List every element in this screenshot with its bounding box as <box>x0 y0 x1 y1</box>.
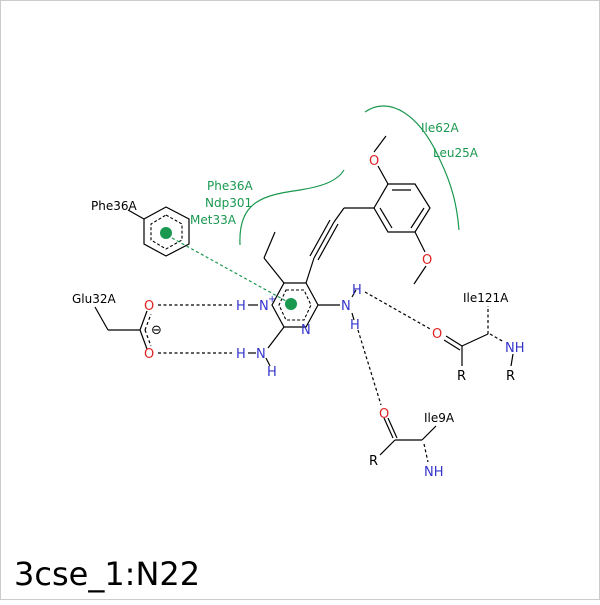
ome1-methyl <box>373 135 387 153</box>
ile9-co-1 <box>383 417 394 439</box>
atom-h-bot: H <box>267 365 277 380</box>
glu32-delocal-2 <box>144 329 152 347</box>
ile121-ca <box>461 333 489 347</box>
atom-n-top: N <box>341 299 351 314</box>
ile9-co-2 <box>387 417 398 439</box>
ile121-wedge <box>489 333 505 343</box>
atom-o-ome1: O <box>369 154 379 169</box>
ethyl-1 <box>263 257 285 284</box>
hbond-ile9 <box>357 329 382 406</box>
atom-r-ile121-a: R <box>457 369 466 384</box>
ethyl-2 <box>263 231 276 259</box>
charge-minus: ⊖ <box>151 323 162 338</box>
label-met33a: Met33A <box>190 213 237 227</box>
glu32-co-down <box>139 329 148 350</box>
ile121-nh-r <box>510 353 514 367</box>
diagram-title: 3cse_1:N22 <box>14 555 200 593</box>
phenyl-double-3 <box>379 207 393 229</box>
atom-n-bot: N <box>256 347 266 362</box>
ome1-bond <box>377 165 389 185</box>
nh2-bot-h <box>265 357 271 367</box>
charge-plus: + <box>268 294 276 305</box>
phenyl-ring <box>373 183 431 233</box>
atom-o-ile121: O <box>432 327 442 342</box>
alkyne-2 <box>333 207 345 223</box>
nh2-top-h1 <box>351 289 357 298</box>
atom-n1-plus: N <box>259 299 269 314</box>
ile9-side <box>421 425 437 441</box>
hydrophobic-arc-right <box>364 105 460 231</box>
ome2-methyl <box>413 265 427 285</box>
label-ile62a: Ile62A <box>421 121 460 135</box>
label-phe36a: Phe36A <box>91 199 137 213</box>
label-glu32a: Glu32A <box>72 292 117 306</box>
ome2-bond <box>414 231 426 253</box>
glu32-co-up <box>139 310 148 331</box>
atom-r-ile9: R <box>369 454 378 469</box>
atom-h-top-2: H <box>350 318 360 333</box>
atom-h-n1: H <box>236 299 246 314</box>
label-ile121a: Ile121A <box>463 291 509 305</box>
atom-nh-ile121: NH <box>505 341 525 356</box>
atom-h-top-1: H <box>352 283 362 298</box>
glu32-chain-1 <box>94 306 109 331</box>
ile121-co-1 <box>445 335 463 347</box>
atom-o-glu-2: O <box>144 347 154 362</box>
phe36-ring-centroid <box>160 227 172 239</box>
phe36-aromatic <box>150 214 183 250</box>
atom-o-ile9: O <box>379 407 389 422</box>
atom-r-ile121-b: R <box>506 369 515 384</box>
ile9-wedge <box>423 443 429 463</box>
pyrimidine-aromatic <box>278 289 312 321</box>
pyrimidine-centroid <box>285 298 297 310</box>
label-phe36a-contact: Phe36A <box>207 179 253 193</box>
hydrophobic-arc-left <box>239 169 345 246</box>
atom-nh-ile9: NH <box>424 465 444 480</box>
nh2-top-h2 <box>351 312 355 321</box>
atom-o-glu-1: O <box>144 299 154 314</box>
alkyne-1 <box>305 257 315 284</box>
alkyne-triple-a <box>313 221 335 259</box>
label-leu25a: Leu25A <box>433 146 479 160</box>
atom-o-ome2: O <box>422 253 432 268</box>
atom-n3: N <box>301 323 311 338</box>
ile121-co-2 <box>443 339 461 351</box>
alkyne-triple-b <box>317 223 339 261</box>
label-ile9a: Ile9A <box>424 411 455 425</box>
ile9-r <box>379 439 396 456</box>
label-ndp301: Ndp301 <box>205 196 252 210</box>
hbond-ile121 <box>364 291 433 331</box>
phe36-stub <box>127 209 145 220</box>
alkyne-triple-c <box>309 219 331 257</box>
glu32-delocal-1 <box>144 313 152 331</box>
atom-h-n2: H <box>236 347 246 362</box>
nh2-bot-bond <box>267 326 285 349</box>
phenyl-double-2 <box>410 207 425 229</box>
